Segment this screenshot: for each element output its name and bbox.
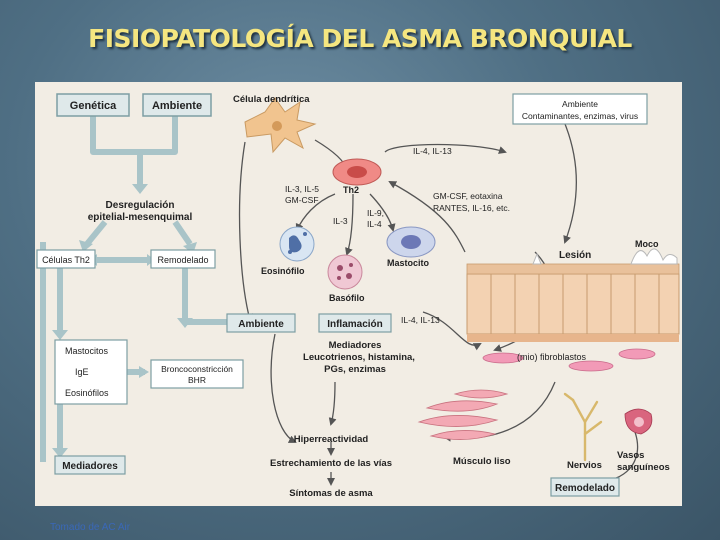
mediadores-left-box [54,455,126,475]
pathophysiology-diagram: Genética Ambiente Desregulación epitelia… [36,93,680,499]
vasos-line2: sanguíneos [617,462,670,473]
desregulacion-line1: Desregulación [106,200,175,211]
bronco-box [150,359,244,389]
ambiente-environment-line1: Ambiente [562,99,598,109]
th2-cell-illustration [332,158,382,186]
mio-fibroblastos-label: (mio) fibroblastos [517,352,587,362]
inflamacion-label: Inflamación [327,319,383,330]
ambiente-box [142,93,212,117]
dendritic-cell-illustration [244,97,317,154]
ambiente-label: Ambiente [152,100,202,112]
remodelado-left-label: Remodelado [157,255,208,265]
th2-label: Th2 [343,185,359,195]
nerve-illustration [563,392,603,462]
il3-il5-line1: IL-3, IL-5 [285,184,319,194]
celula-dendritica-label: Célula dendrítica [233,94,310,105]
source-credit: Tomado de AC Air [50,522,131,533]
il9-line2: IL-4 [367,219,382,229]
slide-title: FISIOPATOLOGÍA DEL ASMA BRONQUIAL [88,24,632,53]
smooth-muscle-illustration [417,389,509,440]
il4-il13-top-label: IL-4, IL-13 [413,146,452,156]
musculo-liso-label: Músculo liso [453,456,511,467]
ambiente-right-box [226,313,296,333]
desregulacion-line2: epitelial-mesenquimal [88,212,193,223]
il9-line1: IL-9, [367,208,384,218]
inflamacion-box [318,313,392,333]
lesion-label: Lesión [559,250,591,261]
moco-label: Moco [635,239,659,249]
eosinophil-illustration [279,226,315,262]
hiperreactividad-label: Hiperreactividad [294,434,369,445]
ambiente-environment-line2: Contaminantes, enzimas, virus [522,111,638,121]
ige-label: IgE [75,367,89,377]
airway-epithelium-illustration [466,248,680,372]
gmcsf-line1: GM-CSF, eotaxina [433,191,503,201]
ambiente-right-label: Ambiente [238,319,284,330]
celulas-th2-box [36,249,96,269]
basofilo-label: Basófilo [329,293,365,303]
blood-vessel-illustration [624,408,653,435]
nervios-label: Nervios [567,460,602,471]
vasos-line1: Vasos [617,450,644,461]
il4-il13-mid-label: IL-4, IL-13 [401,315,440,325]
genetica-box [56,93,130,117]
eosinofilo-label: Eosinófilo [261,266,305,276]
il3-label: IL-3 [333,216,348,226]
ambiente-environment-box [512,93,648,125]
bronco-line2: BHR [188,375,206,385]
mediadores-left-label: Mediadores [62,461,118,472]
mediadores-right-line1: Mediadores [329,340,382,351]
remodelado-right-label: Remodelado [555,483,615,494]
basophil-illustration [327,254,363,290]
bronco-line1: Broncoconstricción [161,364,233,374]
genetica-label: Genética [70,100,117,112]
mastocitos-label: Mastocitos [65,346,109,356]
estrechamiento-label: Estrechamiento de las vías [270,458,392,469]
remodelado-right-box [550,477,620,497]
mastocyte-illustration [386,226,436,258]
eosinofilos-label: Eosinófilos [65,388,109,398]
left-flow-connectors [40,112,235,462]
diagram-panel: Genética Ambiente Desregulación epitelia… [35,82,682,506]
cells-box [54,339,128,405]
celulas-th2-label: Células Th2 [42,255,90,265]
sintomas-label: Síntomas de asma [289,488,373,499]
mediadores-right-line3: PGs, enzimas [324,364,386,375]
gmcsf-line2: RANTES, IL-16, etc. [433,203,510,213]
il3-il5-line2: GM-CSF [285,195,319,205]
mastocito-label: Mastocito [387,258,430,268]
mediadores-right-line2: Leucotrienos, histamina, [303,352,415,363]
remodelado-left-box [150,249,216,269]
